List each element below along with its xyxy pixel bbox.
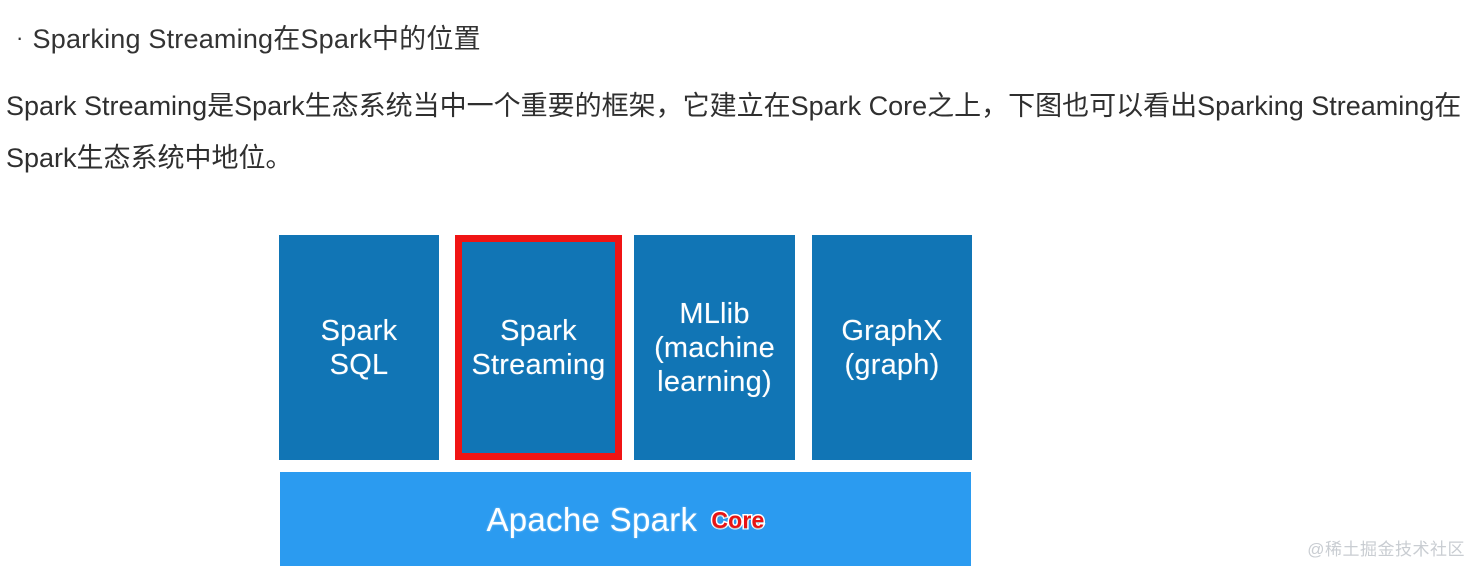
core-badge: Core — [710, 505, 766, 534]
spark-modules-row: Spark SQL Spark Streaming MLlib (machine… — [279, 235, 972, 460]
page-heading: · Sparking Streaming在Spark中的位置 — [16, 19, 481, 58]
watermark: @稀土掘金技术社区 — [1307, 540, 1465, 559]
body-paragraph: Spark Streaming是Spark生态系统当中一个重要的框架，它建立在S… — [6, 91, 1462, 173]
spark-ecosystem-diagram: Spark SQL Spark Streaming MLlib (machine… — [279, 235, 972, 566]
bullet-marker: · — [16, 25, 24, 50]
module-label-spark-sql: Spark SQL — [320, 314, 398, 381]
module-label-graphx: GraphX (graph) — [841, 314, 943, 381]
module-box-spark-sql: Spark SQL — [279, 235, 439, 460]
module-label-mllib: MLlib (machine learning) — [654, 297, 775, 398]
module-label-spark-streaming: Spark Streaming — [471, 314, 606, 381]
module-box-spark-streaming: Spark Streaming — [455, 235, 622, 460]
module-box-graphx: GraphX (graph) — [812, 235, 972, 460]
module-box-mllib: MLlib (machine learning) — [634, 235, 795, 460]
page-heading-text: Sparking Streaming在Spark中的位置 — [32, 24, 481, 54]
apache-spark-core-bar: Apache Spark Core — [280, 472, 971, 566]
core-bar-title: Apache Spark — [486, 501, 698, 538]
core-bar-content: Apache Spark Core — [486, 501, 766, 539]
